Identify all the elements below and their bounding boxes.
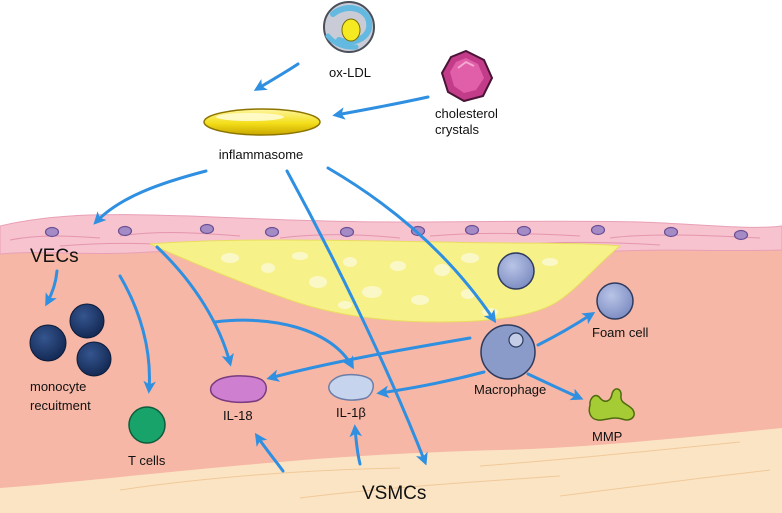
foam-cell xyxy=(596,282,634,320)
media-texture xyxy=(119,441,771,499)
inflammasome-icon xyxy=(203,108,321,136)
macrophage-cell xyxy=(480,324,536,380)
monocyte-cells xyxy=(29,303,112,377)
arrow-vsmcs-to-il18 xyxy=(254,432,285,473)
arrow-vecs-to-monocytes xyxy=(45,269,59,307)
il1b-molecule xyxy=(328,373,374,401)
cholesterol-label-line2: crystals xyxy=(435,122,480,137)
monocyte-label-line1: monocyte xyxy=(30,379,86,394)
arrow-vecs-to-il18 xyxy=(155,245,234,367)
mmp-label: MMP xyxy=(592,429,622,444)
t-cells-label: T cells xyxy=(128,453,166,468)
t-cell xyxy=(128,406,166,444)
cholesterol-label-line1: cholesterol xyxy=(435,106,498,121)
vsmcs-label: VSMCs xyxy=(362,483,426,504)
arrow-inflammasome-to-vecs xyxy=(93,169,208,225)
il18-label: IL-18 xyxy=(223,408,253,423)
monocyte-label-line2: recuitment xyxy=(30,398,91,413)
arrow-vsmcs-to-il1b xyxy=(349,424,363,466)
inflammasome-label: inflammasome xyxy=(219,147,304,162)
arrow-macrophage-to-foam-cell xyxy=(536,311,596,347)
ox-ldl-label: ox-LDL xyxy=(329,65,371,80)
arrow-cholesterol-to-inflammasome xyxy=(332,95,430,120)
ox-ldl-icon xyxy=(323,1,375,53)
foam-cell-label: Foam cell xyxy=(592,325,648,340)
media-layer xyxy=(0,428,782,513)
arrow-inflammasome-to-vsmcs xyxy=(285,169,428,466)
cholesterol-crystal-icon xyxy=(440,49,494,103)
il1b-label: IL-1β xyxy=(336,405,366,420)
arrow-oxldl-to-inflammasome xyxy=(253,62,300,91)
arrow-inflammasome-to-macrophage xyxy=(326,166,497,324)
macrophage-label: Macrophage xyxy=(474,382,546,397)
arrows xyxy=(45,62,596,473)
plaque-macrophage xyxy=(497,252,535,290)
arrow-macrophage-to-il18 xyxy=(266,336,472,382)
vecs-label: VECs xyxy=(30,246,79,267)
intima-tissue xyxy=(0,232,782,513)
arrow-to-il1b xyxy=(213,318,354,370)
arrow-macrophage-to-mmp xyxy=(526,372,584,401)
arrow-macrophage-to-il1b xyxy=(376,370,486,398)
vessel-wall xyxy=(0,214,782,513)
mmp-molecule xyxy=(588,388,635,421)
il18-molecule xyxy=(209,375,267,404)
arrow-vecs-to-tcells xyxy=(118,274,156,394)
